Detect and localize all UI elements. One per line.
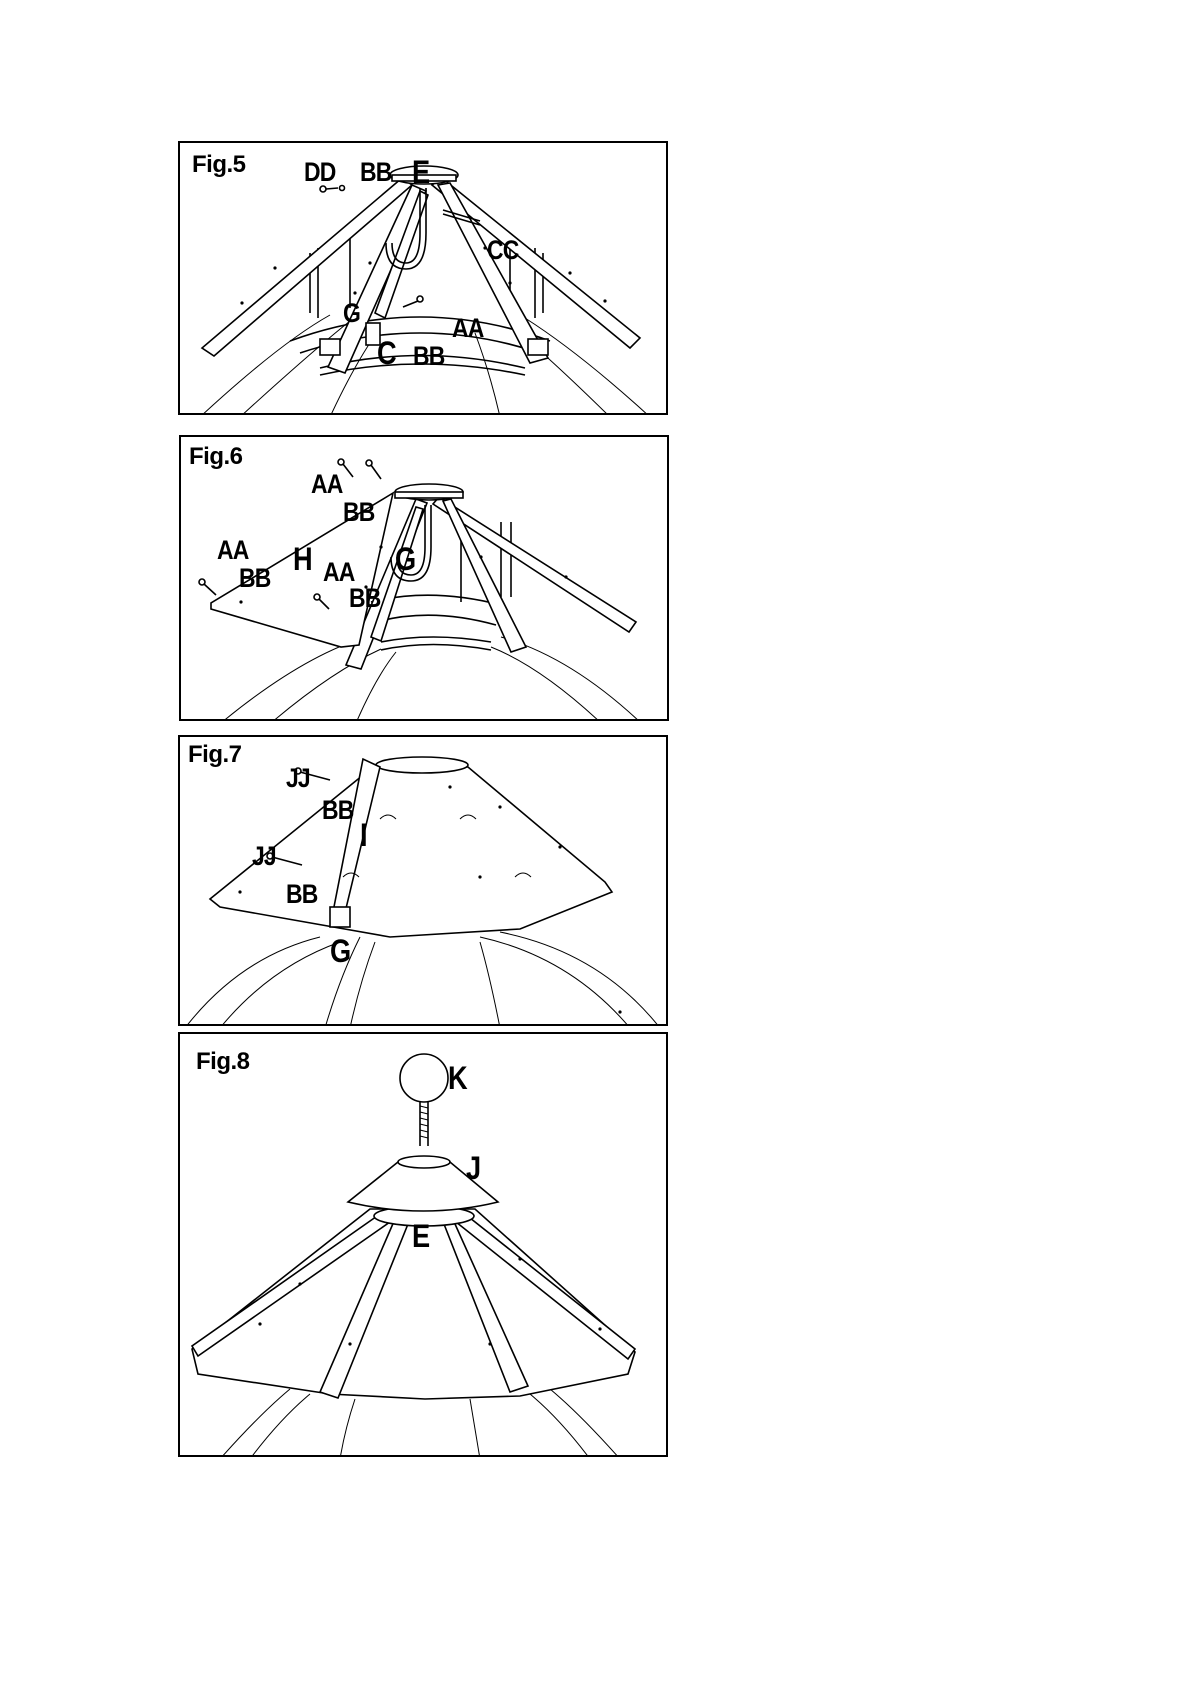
label-bb-left: BB [239, 565, 270, 592]
label-jj-top: JJ [286, 765, 310, 792]
label-e: E [412, 156, 429, 188]
figure-6-title: Fig.6 [189, 445, 243, 469]
figure-8-title: Fig.8 [196, 1050, 250, 1074]
label-bb-bottom: BB [413, 343, 444, 370]
label-bb-top: BB [360, 159, 391, 186]
label-aa-middle: AA [323, 559, 354, 586]
figure-5-panel: Fig.5 DD BB E CC G AA C BB [178, 141, 668, 415]
label-bb-middle: BB [349, 585, 380, 612]
label-dd: DD [304, 159, 335, 186]
label-j: J [466, 1152, 480, 1184]
label-g: G [330, 935, 350, 967]
label-bb-bottom: BB [286, 881, 317, 908]
label-e: E [412, 1220, 429, 1252]
label-aa-top: AA [311, 471, 342, 498]
figure-7-panel: Fig.7 JJ BB I JJ BB G [178, 735, 668, 1026]
label-cc: CC [487, 237, 518, 264]
label-i: I [360, 819, 367, 851]
label-h: H [293, 543, 312, 575]
label-aa: AA [452, 315, 483, 342]
label-bb-top: BB [322, 797, 353, 824]
figure-7-drawing [180, 737, 668, 1026]
label-k: K [448, 1062, 467, 1094]
figure-6-panel: Fig.6 AA BB AA H BB AA G BB [179, 435, 669, 721]
figure-8-panel: Fig.8 K J E [178, 1032, 668, 1457]
figure-5-title: Fig.5 [192, 153, 246, 177]
label-bb-top: BB [343, 499, 374, 526]
figure-7-title: Fig.7 [188, 743, 242, 767]
label-g: G [343, 300, 360, 327]
label-c: C [377, 337, 396, 369]
label-jj-bottom: JJ [252, 843, 276, 870]
label-g: G [395, 543, 415, 575]
label-aa-left: AA [217, 537, 248, 564]
